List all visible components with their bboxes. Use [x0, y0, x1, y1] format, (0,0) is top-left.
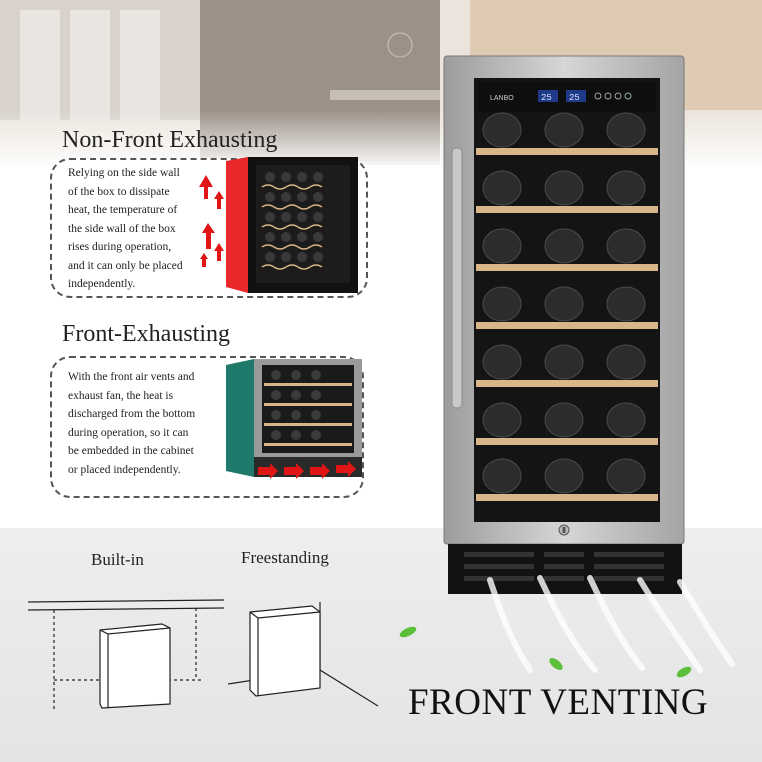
freestanding-label: Freestanding — [241, 548, 329, 567]
brand-logo: LANBO — [490, 95, 514, 102]
built-in-label: Built-in — [91, 550, 144, 569]
front-heading: Front-Exhausting — [62, 321, 230, 347]
control-buttons — [594, 92, 632, 100]
exhaust-arrow-icon — [258, 461, 356, 479]
non-front-description: Relying on the side wall of the box to d… — [68, 167, 183, 290]
temp-display-right: 25 — [569, 93, 580, 103]
temp-display-left: 25 — [541, 93, 552, 103]
built-in-diagram — [27, 599, 225, 710]
side-exhaust-fridge-image — [199, 157, 358, 293]
non-front-heading: Non-Front Exhausting — [62, 127, 278, 153]
wine-cooler-image: LANBO 25 25 — [443, 55, 685, 594]
freestanding-diagram — [228, 602, 379, 707]
airflow-streaks — [399, 575, 735, 678]
front-exhaust-fridge-image — [226, 359, 362, 479]
lock-icon — [558, 524, 570, 536]
heat-up-arrow-icon — [199, 175, 224, 267]
front-description: With the front air vents and exhaust fan… — [68, 371, 196, 476]
front-venting-title: FRONT VENTING — [408, 682, 709, 723]
leaf-icon — [399, 626, 692, 678]
